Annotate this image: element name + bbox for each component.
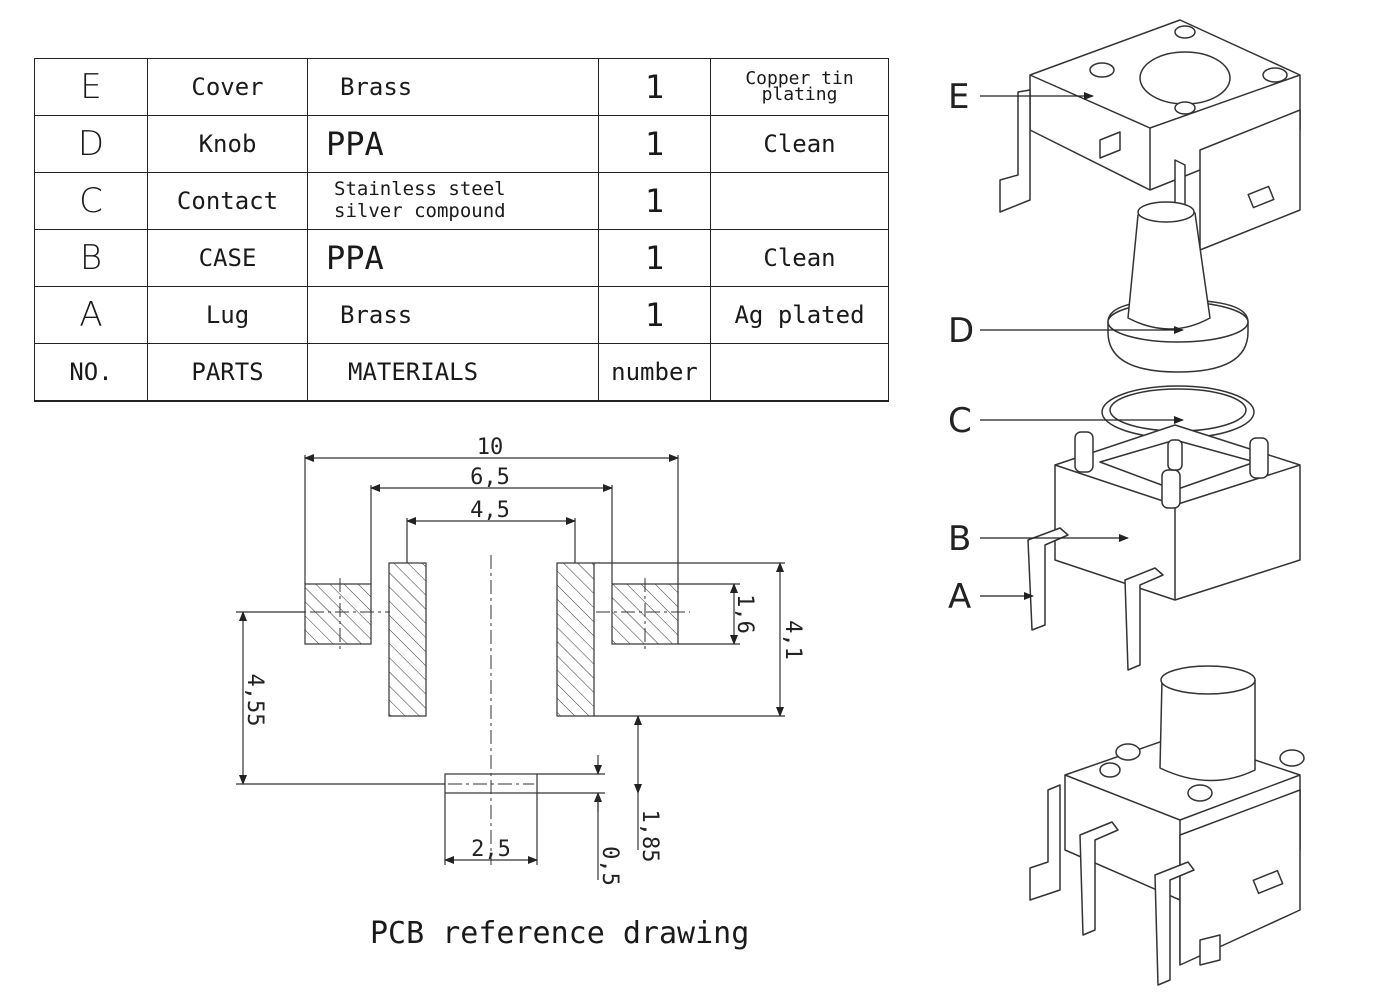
table-row: A Lug Brass 1 Ag plated [34, 286, 889, 344]
row-qty: 1 [598, 286, 711, 344]
row-no: D [34, 115, 148, 173]
row-qty: 1 [598, 172, 711, 230]
header-qty: number [598, 343, 711, 402]
table-row: D Knob PPA 1 Clean [34, 115, 889, 173]
part-e-cover [999, 19, 1301, 286]
row-part: Lug [147, 286, 308, 344]
header-part: PARTS [147, 343, 308, 402]
label-d: D [948, 311, 974, 351]
dim-10: 10 [477, 435, 504, 460]
label-e: E [948, 77, 969, 117]
row-part: Contact [147, 172, 308, 230]
table-header-row: NO. PARTS MATERIALS number [34, 343, 889, 402]
row-finish: Clean [710, 115, 889, 173]
parts-table: E Cover Brass 1 Copper tin plating D Kno… [34, 58, 889, 402]
label-a: A [948, 577, 971, 617]
row-no: E [34, 58, 148, 116]
table-row: E Cover Brass 1 Copper tin plating [34, 58, 889, 116]
pcb-footprint [236, 454, 785, 880]
label-c: C [948, 401, 972, 441]
row-part: Knob [147, 115, 308, 173]
row-part: CASE [147, 229, 308, 287]
row-qty: 1 [598, 115, 711, 173]
row-no: B [34, 229, 148, 287]
row-material: Brass [307, 286, 599, 344]
dim-4-5: 4,5 [470, 498, 510, 523]
label-b: B [948, 519, 971, 559]
row-qty: 1 [598, 58, 711, 116]
assembled-switch [1029, 665, 1305, 986]
dim-2-5: 2,5 [471, 837, 511, 862]
part-b-case [1054, 424, 1301, 601]
pad-outer-left [304, 583, 372, 645]
row-finish: Ag plated [710, 286, 889, 344]
row-material: PPA [307, 115, 599, 173]
header-finish [710, 343, 889, 402]
row-part: Cover [147, 58, 308, 116]
row-no: A [34, 286, 148, 344]
dim-0-5: 0,5 [597, 846, 622, 886]
pad-inner-left [388, 562, 427, 717]
table-row: B CASE PPA 1 Clean [34, 229, 889, 287]
header-no: NO. [34, 343, 148, 402]
dim-6-5: 6,5 [470, 465, 510, 490]
row-finish: Copper tin plating [710, 58, 889, 116]
dim-4-1: 4,1 [780, 620, 805, 660]
header-material: MATERIALS [307, 343, 599, 402]
part-a-lugs [1027, 527, 1164, 671]
row-material: PPA [307, 229, 599, 287]
dim-1-6: 1,6 [732, 594, 757, 634]
dim-1-85: 1,85 [637, 810, 662, 863]
dim-4-55: 4,55 [242, 674, 267, 727]
part-d-knob [1107, 201, 1249, 373]
pad-inner-right [556, 562, 595, 717]
row-finish: Clean [710, 229, 889, 287]
pcb-caption: PCB reference drawing [370, 916, 750, 951]
table-row: C Contact Stainless steel silver compoun… [34, 172, 889, 230]
